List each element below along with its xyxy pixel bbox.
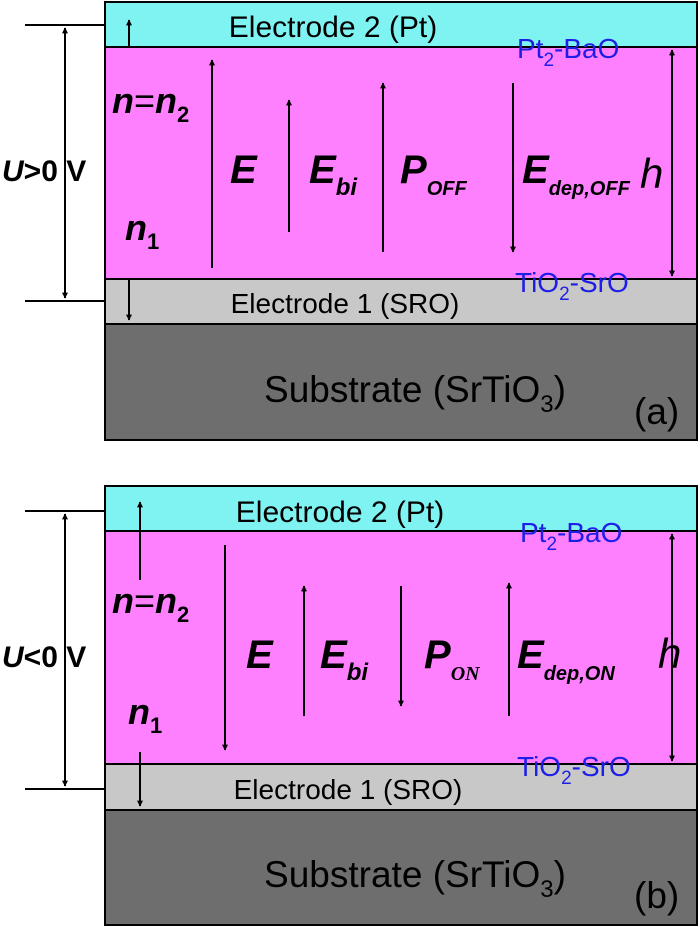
panel-frame	[104, 485, 698, 926]
voltage-label: U<0 V	[2, 641, 86, 674]
n2-label: n=n2	[112, 580, 189, 627]
n2-label: n=n2	[112, 80, 189, 127]
top-interface-label: Pt2-BaO	[520, 517, 622, 555]
electrode1-label: Electrode 1 (SRO)	[231, 288, 460, 319]
electrode1-layer	[105, 764, 697, 810]
substrate-layer	[105, 324, 697, 440]
Edep-label: Edep,ON	[517, 633, 615, 685]
thickness-label: h	[640, 150, 663, 197]
n1-label: n1	[128, 691, 162, 738]
substrate-layer	[105, 810, 697, 925]
panel-label: (b)	[634, 875, 679, 916]
electrode1-label: Electrode 1 (SRO)	[234, 774, 463, 805]
panel-a: Electrode 2 (Pt) Electrode 1 (SRO) Subst…	[2, 1, 698, 441]
ferroelectric-layer	[105, 47, 697, 279]
substrate-label: Substrate (SrTiO3)	[264, 369, 566, 418]
substrate-label: Substrate (SrTiO3)	[264, 854, 566, 903]
top-interface-label: Pt2-BaO	[517, 33, 619, 71]
E-label: E	[230, 148, 258, 192]
n1-label: n1	[125, 207, 159, 254]
electrode2-label: Electrode 2 (Pt)	[229, 11, 437, 44]
Edep-label: Edep,OFF	[522, 148, 631, 200]
panel-frame	[104, 1, 698, 441]
bottom-interface-label: TiO2-SrO	[517, 751, 631, 789]
panel-label: (a)	[634, 391, 679, 432]
electrode2-layer	[105, 2, 697, 47]
thickness-label: h	[658, 630, 681, 677]
voltage-label: U>0 V	[2, 155, 86, 188]
electrode1-layer	[105, 279, 697, 324]
panel-b: Electrode 2 (Pt) Electrode 1 (SRO) Subst…	[2, 485, 698, 926]
bottom-interface-label: TiO2-SrO	[515, 267, 629, 305]
P-label: PON	[424, 633, 481, 685]
electrode2-layer	[105, 486, 697, 531]
Ebi-label: Ebi	[320, 633, 369, 686]
P-label: POFF	[400, 148, 467, 200]
electrode2-label: Electrode 2 (Pt)	[236, 496, 444, 529]
Ebi-label: Ebi	[309, 148, 358, 201]
E-label: E	[246, 633, 274, 677]
